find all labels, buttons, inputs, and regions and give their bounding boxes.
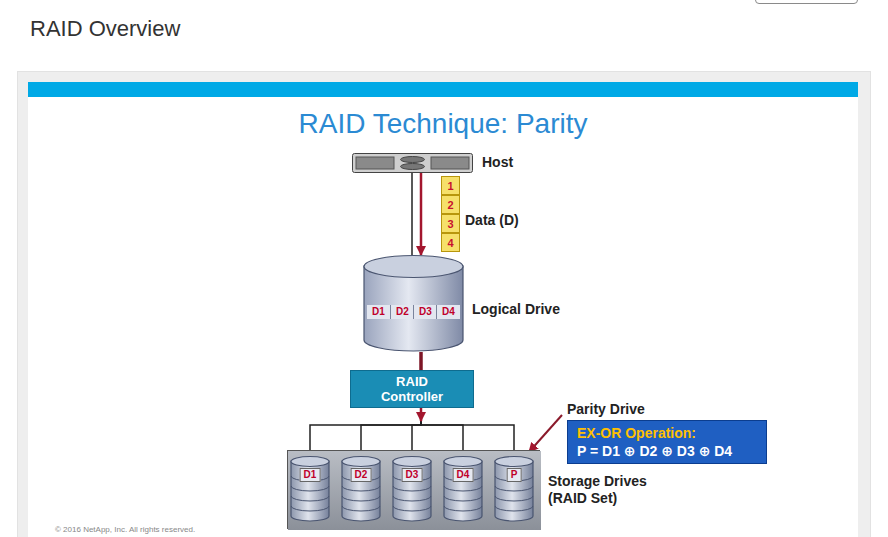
cyl-outline	[363, 255, 464, 352]
shape-part	[393, 496, 431, 501]
shape-part	[495, 457, 533, 467]
stripe-label: D4	[436, 305, 460, 319]
shape-part	[444, 457, 482, 467]
node-label: Logical Drive	[472, 301, 560, 317]
shape-part	[364, 256, 463, 278]
raid-set-tray: Storage Drives (RAID Set)D1D2D3D4P	[287, 450, 540, 529]
disk-outline	[494, 456, 534, 522]
data-block: 2	[441, 195, 460, 214]
parity-drive: P	[494, 456, 534, 522]
callout-label: Parity Drive	[567, 401, 645, 417]
block-number: 2	[447, 199, 453, 211]
formula-heading: EX-OR Operation:	[577, 424, 696, 442]
data-block: 3	[441, 214, 460, 233]
connector	[421, 408, 514, 456]
connector	[420, 173, 423, 255]
drive-label: D2	[351, 468, 372, 482]
node-label: Storage Drives (RAID Set)	[548, 473, 680, 507]
block-number: 3	[447, 218, 453, 230]
storage-drive: D3	[392, 456, 432, 522]
shape-part	[444, 506, 482, 511]
shape-part	[393, 486, 431, 491]
slide-title: RAID Technique: Parity	[28, 108, 858, 140]
raid-controller: RAID Controller	[350, 370, 474, 408]
stripe-label: D2	[390, 305, 414, 319]
box-text: RAID Controller	[374, 374, 450, 404]
shape-part	[342, 496, 380, 501]
disk-outline	[443, 456, 483, 522]
shape-part	[401, 157, 425, 163]
stripe-label: D3	[413, 305, 437, 319]
shape-part	[495, 461, 533, 521]
data-label: Data (D)	[465, 212, 519, 228]
block-number: 4	[447, 237, 453, 249]
drive-label: D1	[300, 468, 321, 482]
disk-outline	[341, 456, 381, 522]
shape-part	[393, 457, 431, 467]
disk-outline	[290, 456, 330, 522]
copyright-note: © 2016 NetApp, Inc. All rights reserved.	[55, 525, 195, 535]
drive-label: P	[507, 468, 522, 482]
host-outline	[352, 153, 473, 173]
shape-part	[401, 164, 425, 170]
slide-top-bar	[28, 82, 858, 97]
shape-part	[291, 457, 329, 467]
formula-box: EX-OR Operation:P = D1 ⊕ D2 ⊕ D3 ⊕ D4	[567, 420, 767, 464]
shape-part	[342, 461, 380, 521]
connector	[310, 408, 421, 456]
node-label: Host	[482, 154, 513, 170]
shape-part	[356, 157, 394, 169]
connector	[419, 352, 423, 370]
drive-label: D4	[453, 468, 474, 482]
shape-part	[495, 496, 533, 501]
shape-part	[393, 506, 431, 511]
storage-drive: D2	[341, 456, 381, 522]
drive-label: D3	[402, 468, 423, 482]
shape-part	[342, 486, 380, 491]
shape-part	[291, 506, 329, 511]
stripe-label: D1	[367, 305, 390, 319]
shape-part	[495, 506, 533, 511]
host-link-line	[411, 173, 413, 256]
shape-part	[364, 266, 463, 351]
shape-part	[342, 506, 380, 511]
shape-part	[444, 486, 482, 491]
shape-part	[393, 461, 431, 521]
connector	[421, 408, 463, 456]
shape-part	[444, 496, 482, 501]
block-number: 1	[447, 180, 453, 192]
shape-part	[291, 461, 329, 521]
controller-out-arrow	[420, 408, 423, 421]
connector	[361, 408, 421, 456]
shape-part	[288, 451, 541, 530]
shape-part	[444, 461, 482, 521]
storage-drive: D1	[290, 456, 330, 522]
page-heading: RAID Overview	[30, 16, 180, 42]
shape-part	[495, 486, 533, 491]
connector	[412, 408, 421, 456]
storage-drive: D4	[443, 456, 483, 522]
shape-part	[291, 496, 329, 501]
logical-drive: D1D2D3D4Logical Drive	[363, 255, 464, 352]
shape-part	[342, 457, 380, 467]
shape-part	[291, 486, 329, 491]
parity-leader	[529, 415, 562, 452]
host-server: Host	[352, 153, 473, 173]
data-block: 4	[441, 233, 460, 252]
disk-outline	[392, 456, 432, 522]
data-block: 1	[441, 176, 460, 195]
top-button	[755, 0, 858, 4]
shape-part	[431, 157, 469, 169]
formula-text: P = D1 ⊕ D2 ⊕ D3 ⊕ D4	[577, 442, 732, 460]
shape-part	[353, 154, 473, 173]
